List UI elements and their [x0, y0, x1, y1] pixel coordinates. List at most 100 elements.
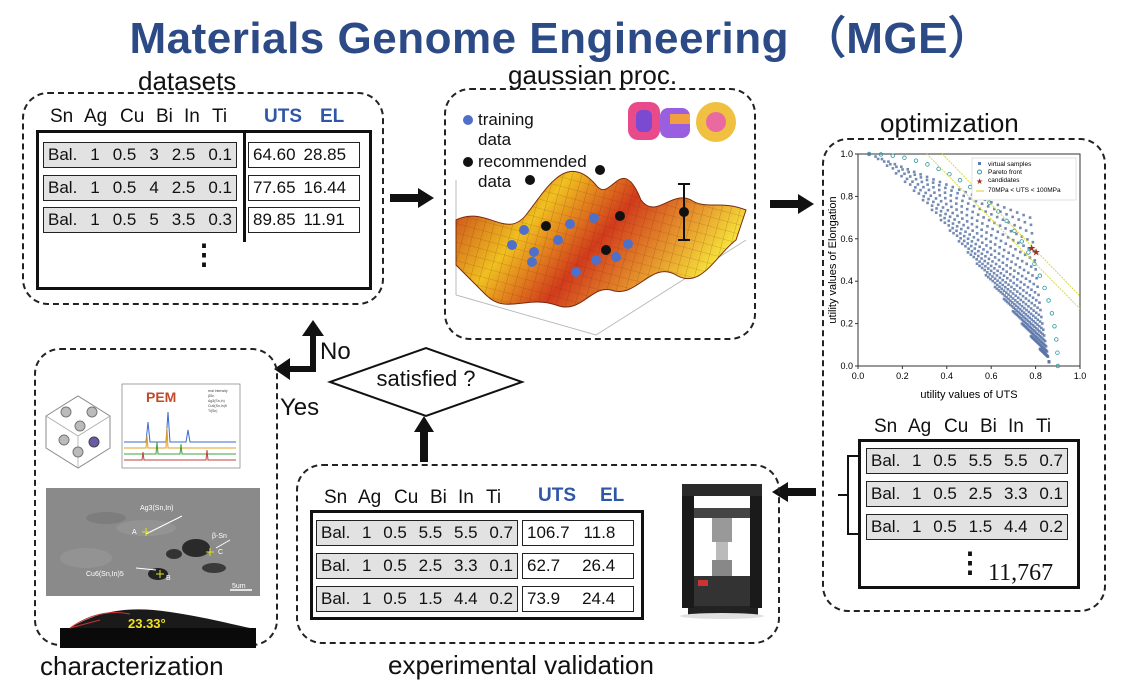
virtual-sample — [961, 199, 964, 203]
spacer — [641, 521, 644, 611]
header-uts: UTS — [538, 485, 576, 506]
value: 0.7 — [1039, 451, 1063, 470]
virtual-sample — [1034, 326, 1038, 330]
virtual-sample — [922, 194, 926, 198]
characterization-label: characterization — [40, 651, 224, 681]
virtual-sample — [1034, 311, 1038, 315]
virtual-sample — [903, 172, 906, 176]
virtual-sample — [908, 183, 912, 186]
virtual-sample — [966, 242, 970, 245]
training-point — [565, 219, 575, 229]
virtual-sample — [1020, 313, 1023, 317]
uts-value: 73.9 — [527, 589, 561, 608]
header-sn: Sn — [874, 416, 898, 437]
header-in: In — [458, 487, 474, 508]
recommended-point — [541, 221, 551, 231]
virtual-sample — [926, 201, 929, 205]
virtual-sample — [912, 170, 916, 174]
virtual-sample — [943, 221, 947, 225]
virtual-sample — [944, 186, 947, 190]
virtual-sample — [955, 196, 958, 200]
virtual-sample — [994, 236, 998, 240]
virtual-sample — [1028, 256, 1032, 259]
value: 0.7 — [489, 523, 513, 542]
header-ag: Ag — [84, 106, 108, 127]
value: 5 — [149, 210, 159, 229]
legend-entry: candidates — [988, 177, 1020, 184]
virtual-sample — [986, 262, 990, 265]
candidate-star: ★ — [1027, 243, 1036, 254]
xrd-pattern-chart: PEM real intensity βSn Ag3(Sn,In) Cu6(Sn… — [121, 383, 241, 469]
virtual-sample — [917, 192, 921, 195]
virtual-sample — [1013, 287, 1016, 291]
virtual-sample — [882, 160, 886, 163]
pareto-point — [1019, 239, 1024, 244]
datasets-label: datasets — [138, 66, 237, 96]
virtual-sample — [998, 245, 1001, 249]
virtual-sample — [1004, 227, 1007, 230]
virtual-sample — [1002, 248, 1006, 252]
virtual-sample — [980, 241, 984, 245]
virtual-sample — [980, 266, 984, 270]
virtual-sample — [1041, 332, 1044, 336]
header-ti: Ti — [486, 487, 502, 508]
legend-training-label: training data — [478, 110, 534, 150]
candidates: ★★ — [1027, 243, 1040, 258]
virtual-sample — [1005, 300, 1009, 304]
virtual-sample — [991, 279, 995, 283]
virtual-sample — [887, 160, 890, 163]
virtual-sample — [1016, 257, 1019, 260]
virtual-sample — [929, 194, 933, 197]
virtual-sample — [1036, 318, 1040, 321]
virtual-sample — [1011, 301, 1014, 304]
virtual-sample — [986, 250, 989, 254]
virtual-sample — [1009, 229, 1013, 233]
sem-scale-label: 5um — [232, 583, 246, 590]
virtual-sample — [937, 183, 941, 187]
value: Bal. — [48, 145, 78, 164]
virtual-sample — [1030, 288, 1033, 292]
virtual-sample — [1034, 298, 1038, 302]
header-in: In — [1008, 416, 1024, 437]
virtual-sample — [1015, 232, 1018, 236]
virtual-sample — [907, 170, 910, 174]
virtual-sample — [986, 205, 990, 208]
virtual-sample — [876, 157, 880, 161]
virtual-sample — [1032, 319, 1035, 323]
virtual-sample — [966, 226, 970, 230]
virtual-sample — [937, 188, 941, 192]
virtual-sample — [951, 185, 955, 189]
virtual-sample — [983, 259, 987, 263]
virtual-sample — [962, 234, 966, 238]
virtual-sample — [993, 243, 997, 246]
training-point — [571, 267, 581, 277]
virtual-sample — [919, 188, 922, 192]
optimization-elements-header: Sn Ag Cu Bi In Ti — [874, 416, 1064, 438]
validation-label: experimental validation — [388, 650, 654, 680]
virtual-sample — [1010, 285, 1013, 289]
virtual-sample — [1033, 304, 1036, 307]
virtual-sample — [959, 232, 962, 235]
pareto-point — [866, 151, 872, 157]
virtual-sample — [1008, 273, 1012, 276]
arrow-right-icon — [390, 188, 434, 208]
virtual-sample — [980, 257, 983, 260]
value: 0.5 — [112, 178, 137, 197]
virtual-sample — [999, 271, 1003, 275]
legend-virtual-marker — [978, 162, 981, 165]
virtual-sample — [990, 213, 993, 216]
el-value: 11.91 — [303, 210, 345, 229]
virtual-sample — [1024, 313, 1028, 316]
virtual-sample — [1020, 259, 1024, 263]
virtual-sample — [889, 162, 892, 166]
virtual-sample — [1020, 304, 1024, 308]
virtual-sample — [939, 209, 943, 213]
virtual-sample — [966, 237, 970, 241]
virtual-sample — [978, 264, 981, 268]
candidates-ellipsis: ⋮ — [956, 547, 984, 578]
virtual-sample — [951, 226, 954, 230]
bracket-icon — [838, 455, 858, 535]
